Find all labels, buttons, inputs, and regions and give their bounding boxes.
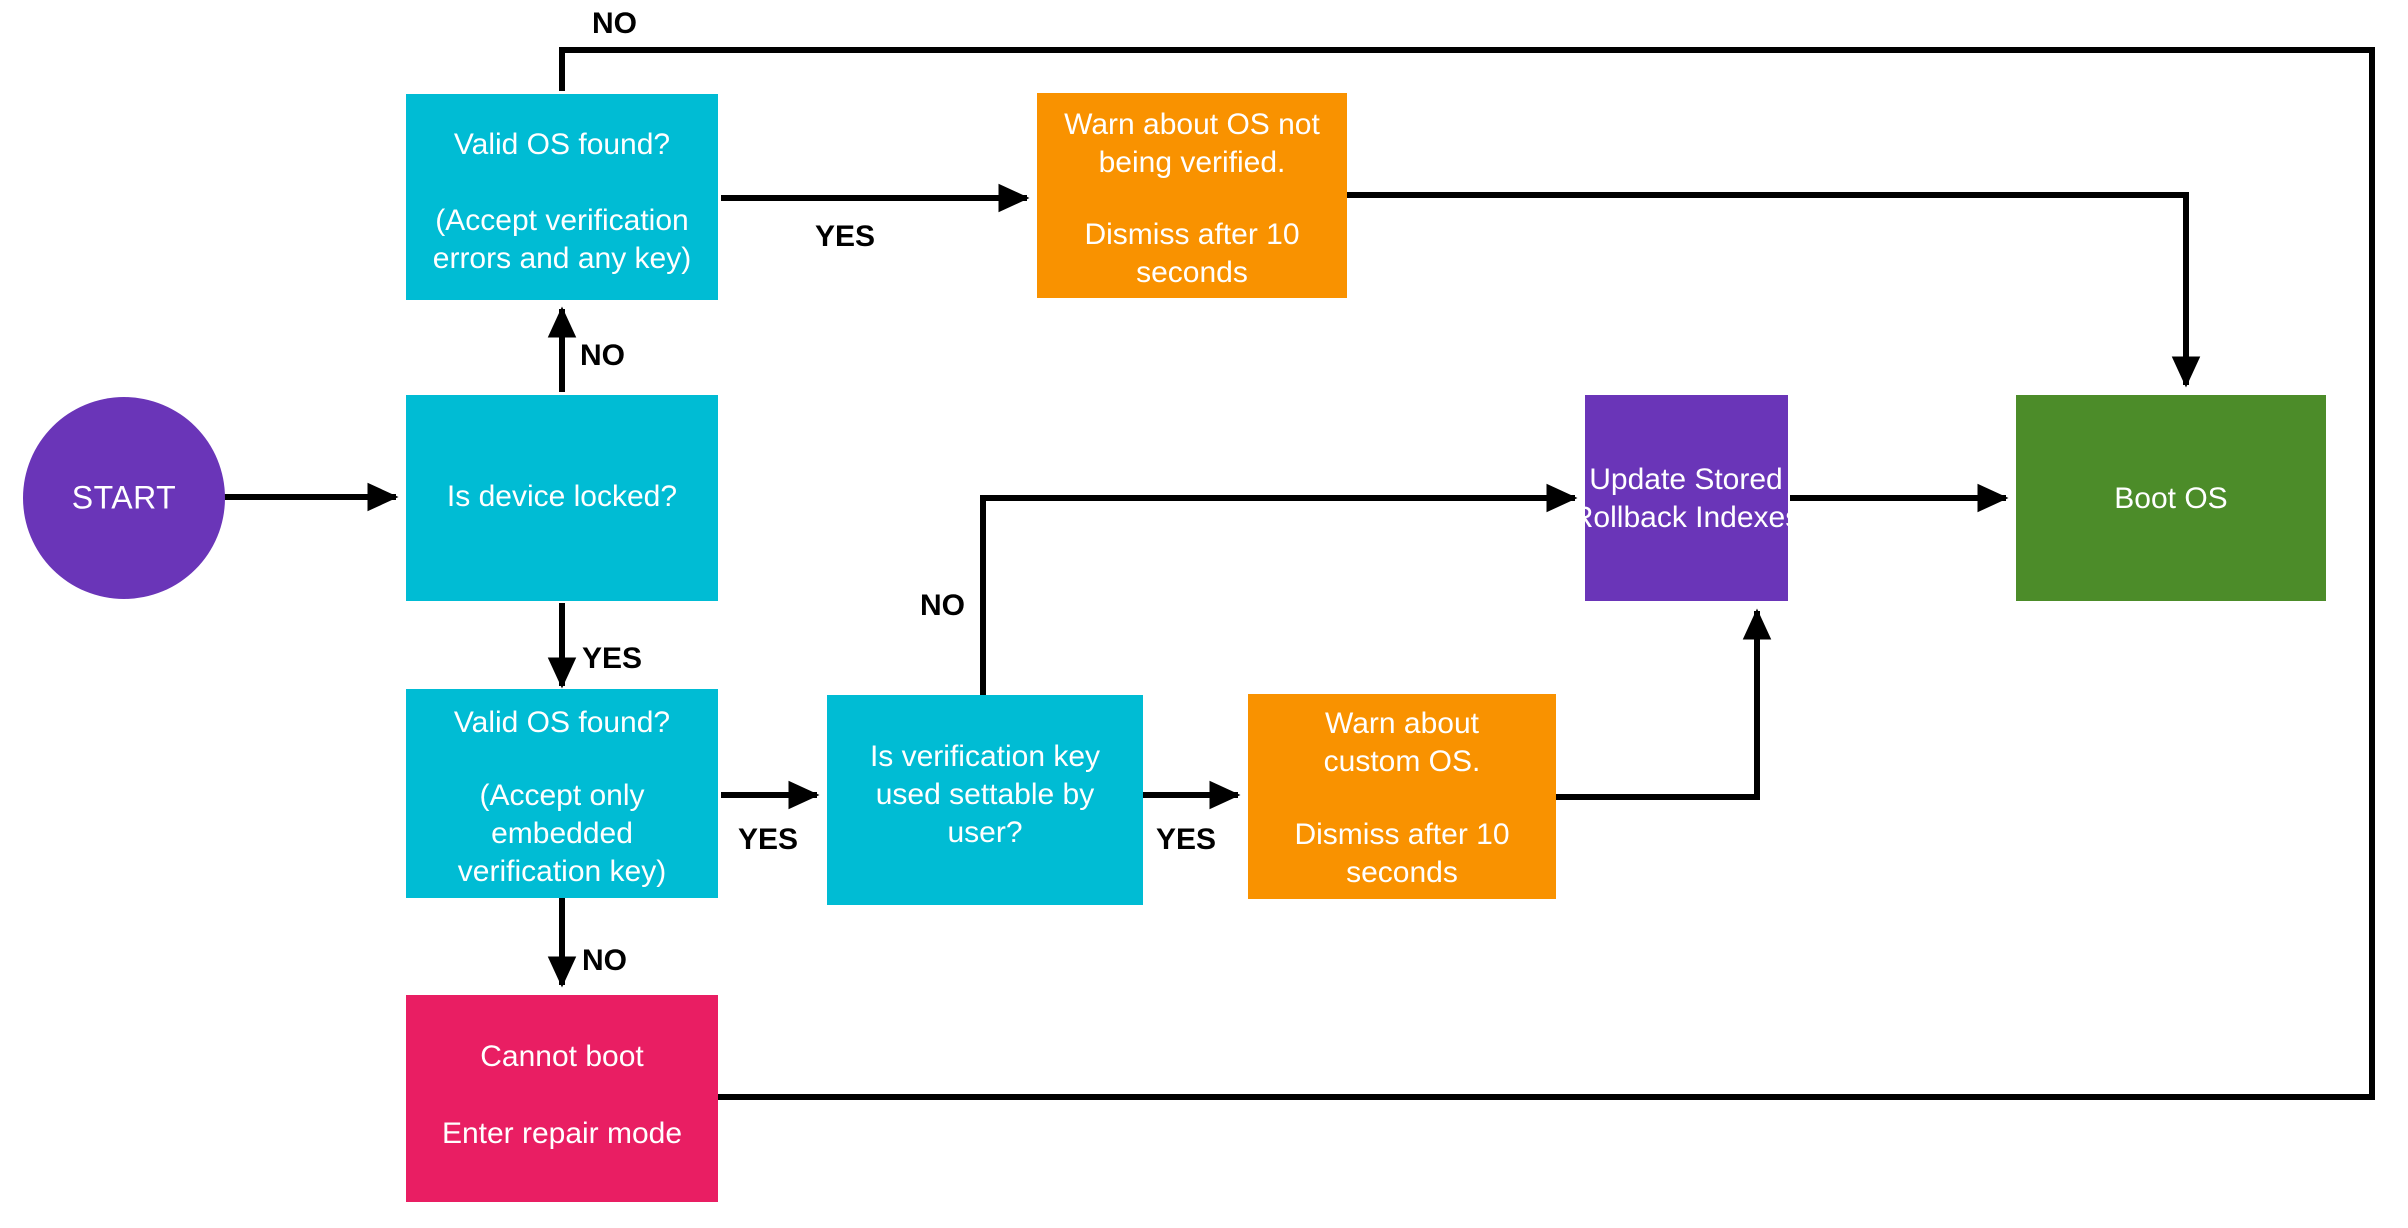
node-start-label: START xyxy=(72,479,176,515)
edge-label-device-locked-yes: YES xyxy=(582,642,642,675)
node-valid-os-locked[interactable] xyxy=(406,689,718,898)
edge-warn-custom-os-to-update-rollback xyxy=(1556,608,1772,800)
edge-label-valid-os-locked-yes: YES xyxy=(738,823,798,856)
node-warn-not-verified[interactable] xyxy=(1037,93,1347,298)
edge-label-locked-no-up: NO xyxy=(580,339,625,372)
node-key-settable-line2: used settable by xyxy=(876,778,1094,811)
node-update-rollback[interactable] xyxy=(1585,395,1788,601)
node-warn-custom-os-line3: Dismiss after 10 xyxy=(1294,818,1509,851)
edge-label-unlocked-yes: YES xyxy=(815,220,875,253)
edge-key-settable-no xyxy=(980,483,1578,695)
node-boot-os[interactable] xyxy=(2016,395,2326,601)
node-start[interactable] xyxy=(23,397,225,599)
node-update-rollback-line2: Rollback Indexes xyxy=(1572,501,1800,534)
node-update-rollback-line1: Update Stored xyxy=(1589,463,1782,496)
node-valid-os-locked-line1: Valid OS found? xyxy=(454,706,670,739)
node-warn-custom-os-line4: seconds xyxy=(1346,856,1458,889)
edge-warn-not-verified-to-boot-os xyxy=(1347,192,2201,388)
node-cannot-boot-line2: Enter repair mode xyxy=(442,1117,682,1150)
node-device-locked-label: Is device locked? xyxy=(447,480,677,513)
edge-label-key-settable-no: NO xyxy=(920,589,965,622)
node-warn-custom-os-line2: custom OS. xyxy=(1324,745,1481,778)
node-warn-not-verified-line3: Dismiss after 10 xyxy=(1084,218,1299,251)
node-warn-not-verified-line4: seconds xyxy=(1136,256,1248,289)
node-warn-custom-os-line1: Warn about xyxy=(1325,707,1480,740)
node-valid-os-locked-line4: verification key) xyxy=(458,855,666,888)
node-cannot-boot[interactable] xyxy=(406,995,718,1202)
node-valid-os-locked-line2: (Accept only xyxy=(479,779,644,812)
node-valid-os-unlocked[interactable] xyxy=(406,94,718,300)
node-boot-os-label: Boot OS xyxy=(2114,482,2227,515)
node-device-locked[interactable] xyxy=(406,395,718,601)
edge-label-valid-os-locked-no: NO xyxy=(582,944,627,977)
node-valid-os-unlocked-line2: (Accept verification xyxy=(435,204,688,237)
edge-valid-os-unlocked-no xyxy=(559,47,2375,1112)
edge-label-key-settable-yes: YES xyxy=(1156,823,1216,856)
node-key-settable[interactable] xyxy=(827,695,1143,905)
node-warn-not-verified-line1: Warn about OS not xyxy=(1064,108,1320,141)
node-valid-os-unlocked-line1: Valid OS found? xyxy=(454,128,670,161)
node-cannot-boot-line1: Cannot boot xyxy=(480,1040,644,1073)
node-valid-os-unlocked-line3: errors and any key) xyxy=(433,242,691,275)
node-key-settable-line3: user? xyxy=(947,816,1022,849)
node-key-settable-line1: Is verification key xyxy=(870,740,1100,773)
node-warn-custom-os[interactable] xyxy=(1248,694,1556,899)
node-valid-os-locked-line3: embedded xyxy=(491,817,633,850)
edge-label-top-no: NO xyxy=(592,7,637,40)
node-warn-not-verified-line2: being verified. xyxy=(1099,146,1286,179)
